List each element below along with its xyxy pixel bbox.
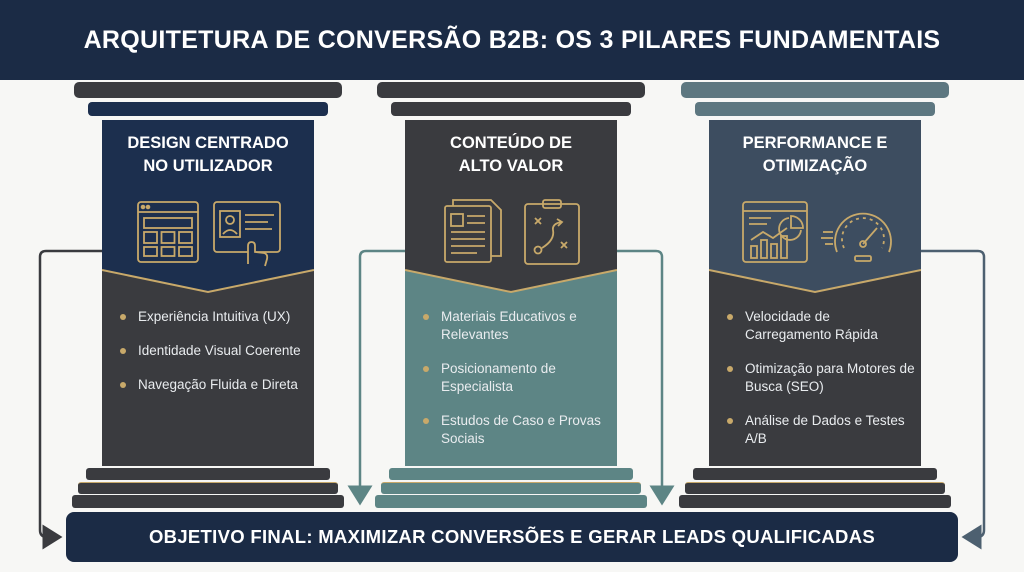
list-item: Posicionamento de Especialista [419, 360, 615, 396]
document-icon [444, 199, 502, 263]
feature-list: Materiais Educativos e Relevantes Posici… [419, 308, 615, 464]
pillar-title: CONTEÚDO DE ALTO VALOR [450, 134, 572, 175]
website-layout-icon [137, 201, 199, 263]
header-banner: ARQUITETURA DE CONVERSÃO B2B: OS 3 PILAR… [0, 0, 1024, 80]
list-item: Identidade Visual Coerente [116, 342, 312, 360]
page-title: ARQUITETURA DE CONVERSÃO B2B: OS 3 PILAR… [83, 25, 941, 54]
pillar-capital-bottom [88, 102, 328, 116]
list-item: Materiais Educativos e Relevantes [419, 308, 615, 344]
list-item: Análise de Dados e Testes A/B [723, 412, 919, 448]
pillar-capital-top [74, 82, 342, 98]
speedometer-icon [821, 212, 892, 262]
list-item: Estudos de Caso e Provas Sociais [419, 412, 615, 448]
chevron-divider [405, 256, 617, 294]
profile-touch-icon [213, 201, 281, 267]
pillar-shaft: CONTEÚDO DE ALTO VALOR [405, 120, 617, 466]
pillar-capital-bottom [695, 102, 935, 116]
pillar-capital-top [681, 82, 949, 98]
objective-text: OBJETIVO FINAL: MAXIMIZAR CONVERSÕES E G… [148, 526, 876, 547]
feature-list: Experiência Intuitiva (UX) Identidade Vi… [116, 308, 312, 410]
pillar-shaft: PERFORMANCE E OTIMIZAÇÃO [709, 120, 921, 466]
pillar-base [693, 468, 937, 480]
list-item: Navegação Fluida e Direta [116, 376, 312, 394]
pillar-content: CONTEÚDO DE ALTO VALOR [375, 82, 665, 510]
objective-banner: OBJETIVO FINAL: MAXIMIZAR CONVERSÕES E G… [66, 512, 958, 562]
pillar-capital-bottom [391, 102, 631, 116]
chevron-divider [709, 256, 921, 294]
list-item: Experiência Intuitiva (UX) [116, 308, 312, 326]
pillar-title: PERFORMANCE E OTIMIZAÇÃO [742, 134, 888, 175]
pillar-base [389, 468, 633, 480]
pillar-capital-top [377, 82, 645, 98]
pillar-performance: PERFORMANCE E OTIMIZAÇÃO [679, 82, 969, 510]
pillar-base [86, 468, 330, 480]
strategy-board-icon [524, 199, 580, 265]
pillar-title: DESIGN CENTRADO NO UTILIZADOR [127, 134, 289, 175]
pillar-design: DESIGN CENTRADO NO UTILIZADOR [72, 82, 362, 510]
pillar-shaft: DESIGN CENTRADO NO UTILIZADOR [102, 120, 314, 466]
list-item: Otimização para Motores de Busca (SEO) [723, 360, 919, 396]
analytics-dashboard-icon [742, 201, 808, 263]
list-item: Velocidade de Carregamento Rápida [723, 308, 919, 344]
feature-list: Velocidade de Carregamento Rápida Otimiz… [723, 308, 919, 464]
